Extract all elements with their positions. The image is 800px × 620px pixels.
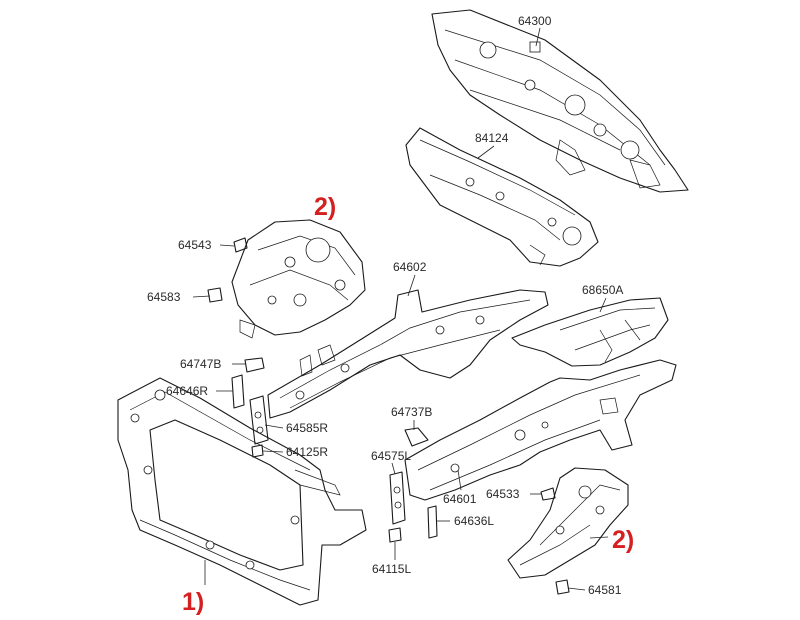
side-member-64602-part[interactable] <box>267 289 549 419</box>
label-64543: 64543 <box>178 238 212 252</box>
label-64747B: 64747B <box>180 357 221 371</box>
nut-64125R-part[interactable] <box>251 444 264 458</box>
nut-64115L-part[interactable] <box>388 527 402 543</box>
callout-1: 1) <box>182 588 204 616</box>
plate-64646R-part[interactable] <box>231 374 245 409</box>
plate-64636L-part[interactable] <box>427 505 438 539</box>
side-member-64601-part[interactable] <box>404 359 677 501</box>
bracket-64583-part[interactable] <box>207 287 223 303</box>
label-84124: 84124 <box>475 131 509 145</box>
label-64581: 64581 <box>588 583 622 597</box>
label-64737B: 64737B <box>391 405 432 419</box>
label-64533: 64533 <box>486 487 520 501</box>
callout-2-top: 2) <box>314 193 336 221</box>
label-64636L: 64636L <box>454 514 494 528</box>
leader-lines <box>192 27 609 591</box>
label-64602: 64602 <box>393 260 427 274</box>
gusset-64575L-part[interactable] <box>389 471 406 525</box>
label-64583: 64583 <box>147 290 181 304</box>
label-64646R: 64646R <box>166 384 208 398</box>
bracket-64737B-part[interactable] <box>404 427 429 447</box>
bracket-64747B-part[interactable] <box>244 357 265 373</box>
bracket-64533-part[interactable] <box>540 487 556 501</box>
radiator-support-part[interactable] <box>117 377 367 606</box>
label-64575L: 64575L <box>371 449 411 463</box>
label-64115L: 64115L <box>372 562 411 576</box>
label-64601: 64601 <box>443 492 477 506</box>
heat-shield-part[interactable] <box>511 297 669 367</box>
clip-64543-part[interactable] <box>233 237 248 253</box>
label-64585R: 64585R <box>286 421 328 435</box>
callout-2-bottom: 2) <box>612 526 634 554</box>
label-64300: 64300 <box>518 14 552 28</box>
fender-apron-upper-part[interactable] <box>231 219 366 339</box>
dash-panel-part[interactable] <box>431 9 689 193</box>
cowl-panel-part[interactable] <box>405 127 599 267</box>
fender-apron-lower-part[interactable] <box>507 467 629 579</box>
label-64125R: 64125R <box>286 445 328 459</box>
label-68650A: 68650A <box>582 283 623 297</box>
nut-64581-part[interactable] <box>555 579 570 595</box>
